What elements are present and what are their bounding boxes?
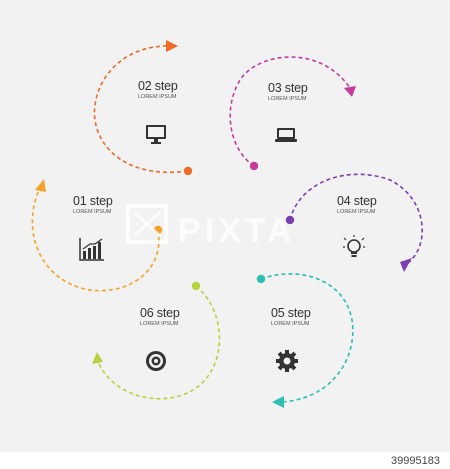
step-01-subtitle: LOREM IPSUM: [73, 209, 112, 215]
step-03-label: 03 step LOREM IPSUM: [268, 81, 308, 102]
step-06-arrowhead: [92, 352, 103, 364]
step-02-arrowhead: [166, 40, 178, 52]
step-05-arc: [260, 273, 354, 403]
step-06-subtitle: LOREM IPSUM: [140, 321, 179, 327]
watermark-logo: [126, 204, 168, 244]
step-06-dot: [191, 281, 201, 291]
step-06-title: 06 step: [140, 306, 180, 320]
step-02-dot: [183, 166, 193, 176]
bar-chart-icon: [79, 238, 104, 261]
step-03-arc: [229, 56, 351, 167]
step-03-title: 03 step: [268, 81, 308, 95]
step-05-label: 05 step LOREM IPSUM: [271, 306, 311, 327]
step-01-title: 01 step: [73, 194, 113, 208]
stock-id: 39995183: [391, 455, 440, 467]
step-02-label: 02 step LOREM IPSUM: [138, 79, 178, 100]
step-03-dot: [249, 161, 259, 171]
step-04-subtitle: LOREM IPSUM: [337, 209, 376, 215]
step-05-arrowhead: [272, 396, 284, 408]
step-05-dot: [256, 274, 266, 284]
step-03-subtitle: LOREM IPSUM: [268, 96, 307, 102]
step-02-subtitle: LOREM IPSUM: [138, 94, 177, 100]
step-02-title: 02 step: [138, 79, 178, 93]
step-05-title: 05 step: [271, 306, 311, 320]
step-03-arrowhead: [344, 86, 356, 97]
laptop-icon: [275, 128, 297, 142]
step-04-title: 04 step: [337, 194, 377, 208]
step-01-label: 01 step LOREM IPSUM: [73, 194, 113, 215]
watermark-text: PIXTA: [178, 212, 296, 250]
lightbulb-icon: [343, 235, 365, 257]
step-02-arc: [93, 45, 189, 174]
step-04-dot: [285, 215, 295, 225]
step-06-label: 06 step LOREM IPSUM: [140, 306, 180, 327]
step-04-arrowhead: [400, 258, 412, 272]
step-05-subtitle: LOREM IPSUM: [271, 321, 310, 327]
step-01-arc: [31, 187, 160, 292]
step-04-arc: [289, 173, 423, 266]
gear-icon: [276, 350, 298, 372]
step-04-label: 04 step LOREM IPSUM: [337, 194, 377, 215]
target-icon: [146, 351, 166, 371]
footer-bar: [0, 452, 450, 469]
step-01-arrowhead: [35, 179, 46, 192]
monitor-icon: [146, 125, 166, 144]
step-06-arc: [97, 285, 221, 400]
